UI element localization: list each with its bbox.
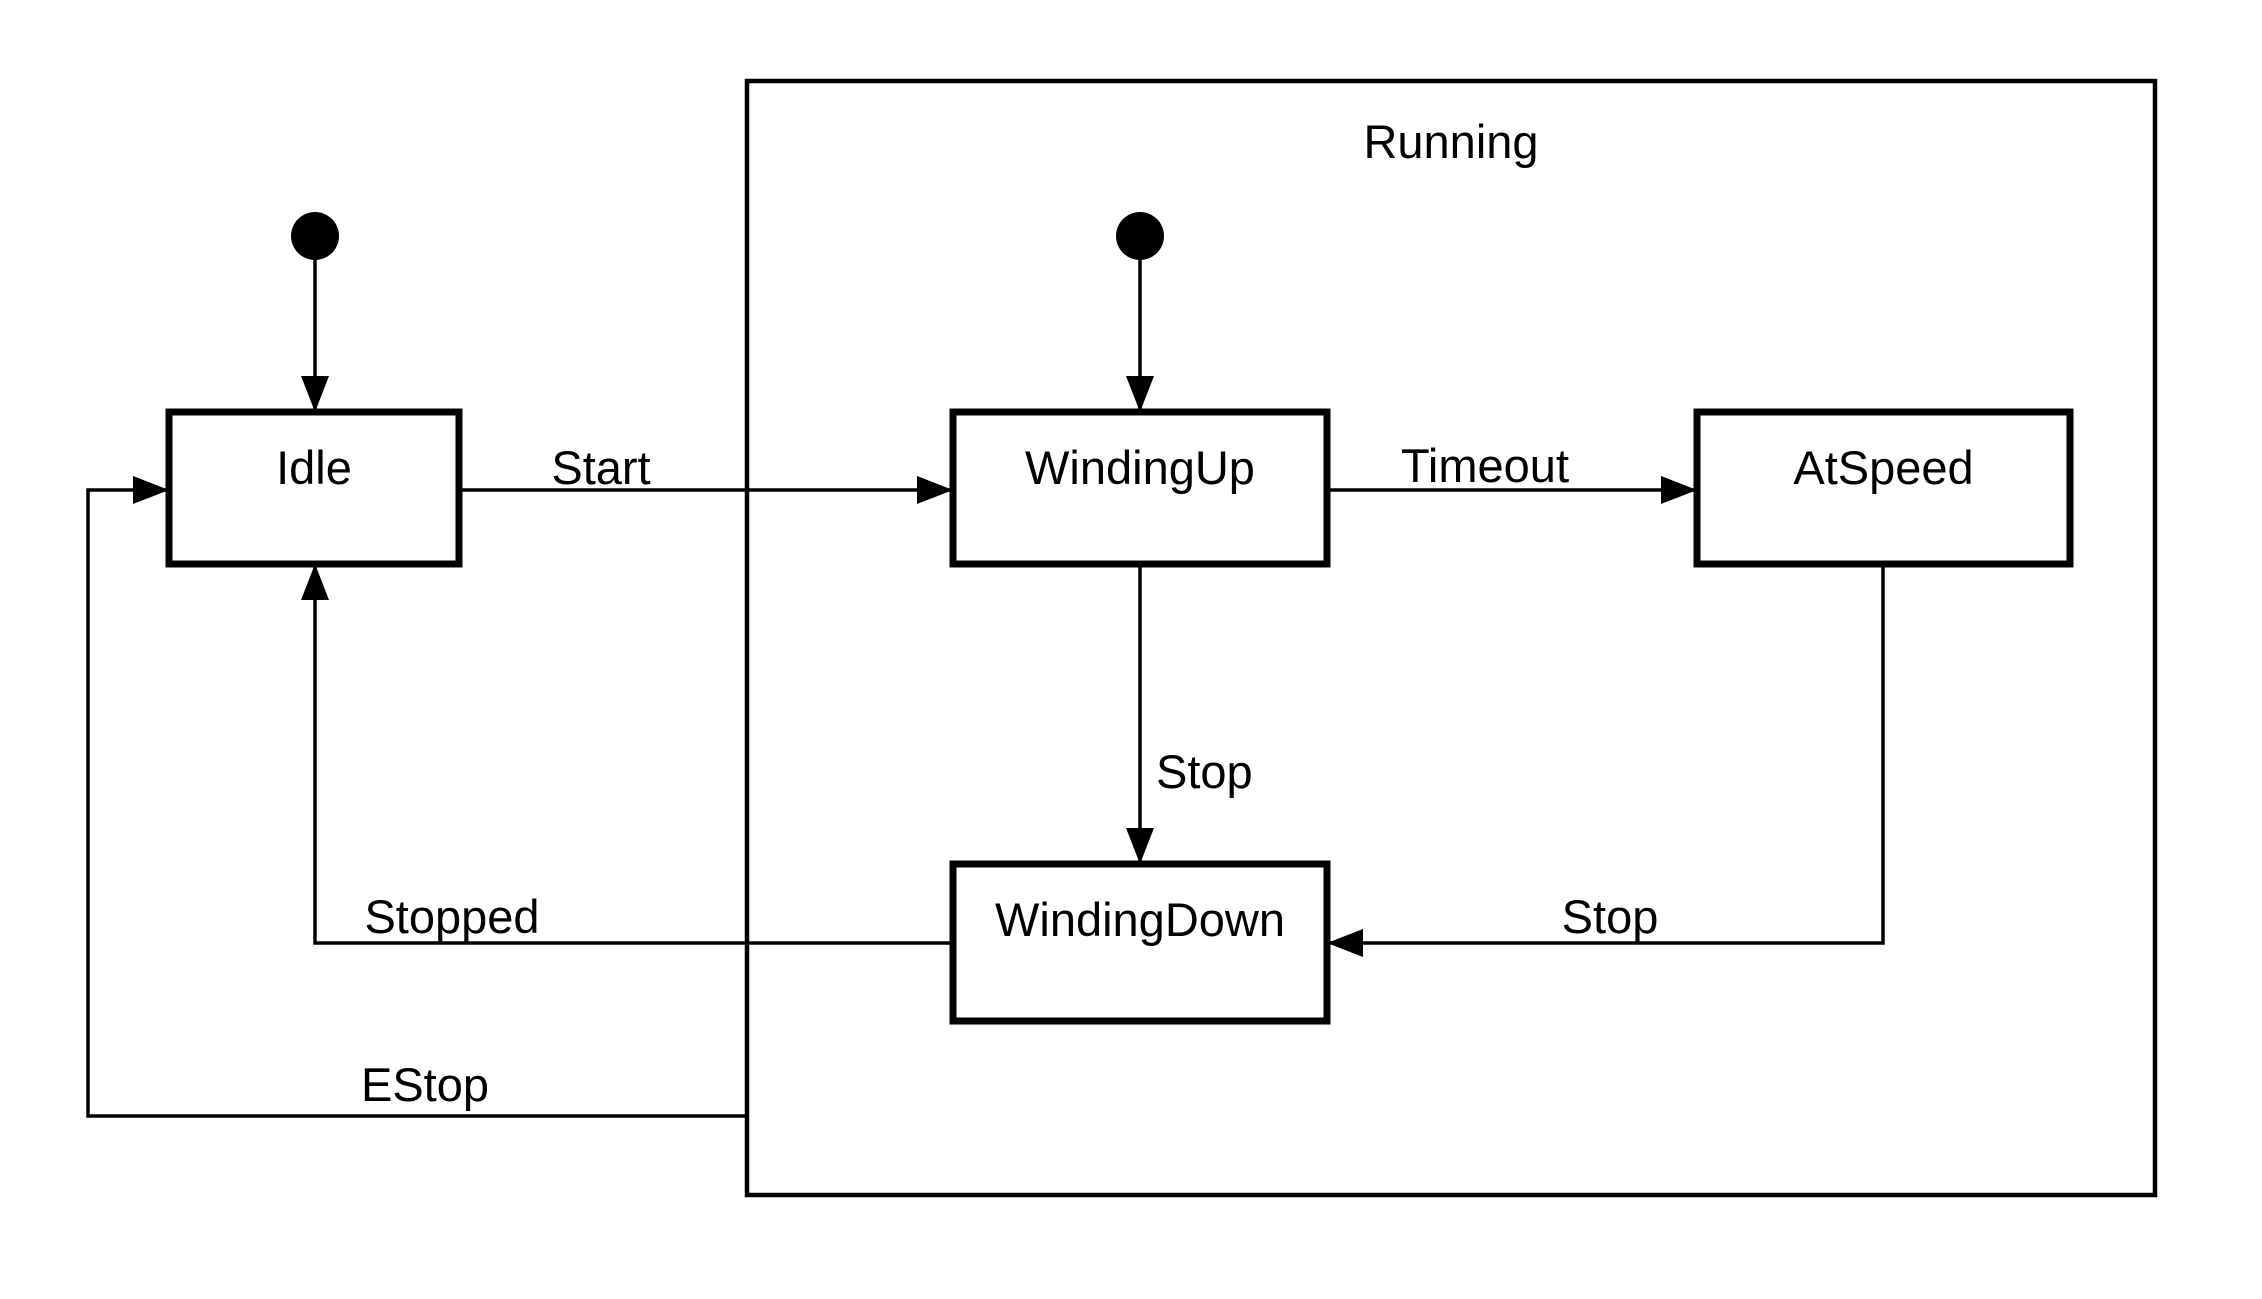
initial-state-dot-windingup xyxy=(1116,212,1164,260)
state-atspeed-label: AtSpeed xyxy=(1793,441,1973,494)
state-windingup-box xyxy=(949,408,1331,568)
transition-estop-label: EStop xyxy=(361,1058,489,1111)
state-windingdown-label: WindingDown xyxy=(995,893,1285,946)
state-idle-box xyxy=(165,408,463,568)
transition-stop-atspeed-line xyxy=(1327,564,1885,957)
transition-stop-atspeed-label: Stop xyxy=(1562,890,1659,943)
state-windingup-label: WindingUp xyxy=(1025,441,1255,494)
initial-state-dot-idle xyxy=(291,212,339,260)
transition-stopped-line xyxy=(301,564,953,945)
transition-timeout-label: Timeout xyxy=(1401,439,1569,492)
composite-state-running-region xyxy=(744,78,2158,1198)
state-windingdown-box xyxy=(949,860,1331,1025)
state-atspeed-box xyxy=(1693,408,2074,568)
transition-stop-windingup-label: Stop xyxy=(1156,745,1253,798)
transition-start-label: Start xyxy=(551,441,650,494)
composite-state-running-label: Running xyxy=(1363,115,1538,168)
state-idle-label: Idle xyxy=(276,441,352,494)
transition-estop-line xyxy=(86,476,747,1118)
transition-stopped-label: Stopped xyxy=(364,890,539,943)
